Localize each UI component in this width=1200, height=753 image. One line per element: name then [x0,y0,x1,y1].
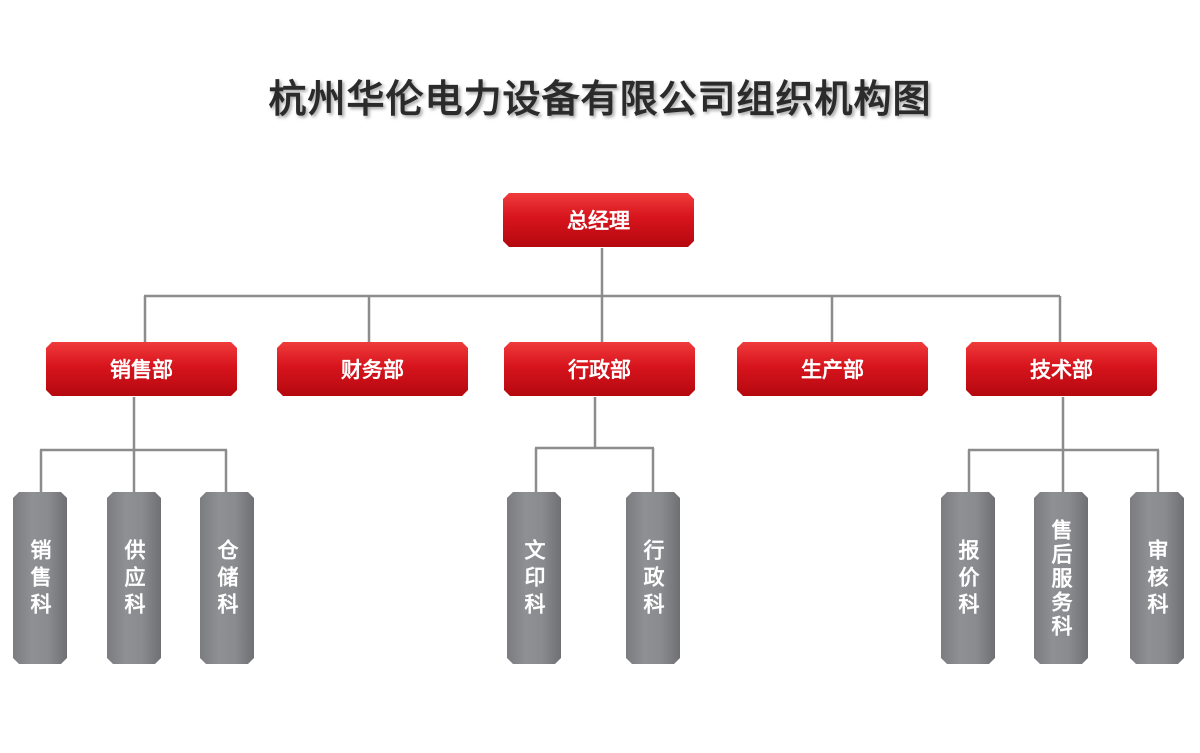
node-label: 报价科 [956,538,980,620]
node-unit-sales-section: 销售科 [13,492,67,664]
node-general-manager: 总经理 [503,193,694,247]
node-label: 生产部 [801,358,864,382]
page-title: 杭州华伦电力设备有限公司组织机构图 [268,77,932,121]
node-label: 总经理 [567,209,630,233]
node-unit-review-section: 审核科 [1130,492,1184,664]
node-label: 文印科 [522,538,546,620]
node-unit-storage-section: 仓储科 [200,492,254,664]
node-unit-supply-section: 供应科 [107,492,161,664]
node-label: 仓储科 [215,538,239,620]
node-label: 行政科 [641,538,665,620]
node-dept-production: 生产部 [737,342,928,396]
node-unit-after-sales-section: 售后服务科 [1034,492,1088,664]
node-label: 销售科 [28,538,52,620]
node-dept-tech: 技术部 [966,342,1157,396]
node-unit-printing-section: 文印科 [507,492,561,664]
node-label: 销售部 [110,358,173,382]
node-label: 审核科 [1145,538,1169,620]
node-label: 技术部 [1030,358,1093,382]
node-dept-admin: 行政部 [504,342,695,396]
node-label: 行政部 [568,358,631,382]
node-dept-finance: 财务部 [277,342,468,396]
node-label: 财务部 [341,358,404,382]
node-label: 售后服务科 [1049,519,1073,639]
node-unit-administration-section: 行政科 [626,492,680,664]
node-unit-quotation-section: 报价科 [941,492,995,664]
node-dept-sales: 销售部 [46,342,237,396]
node-label: 供应科 [122,538,146,620]
